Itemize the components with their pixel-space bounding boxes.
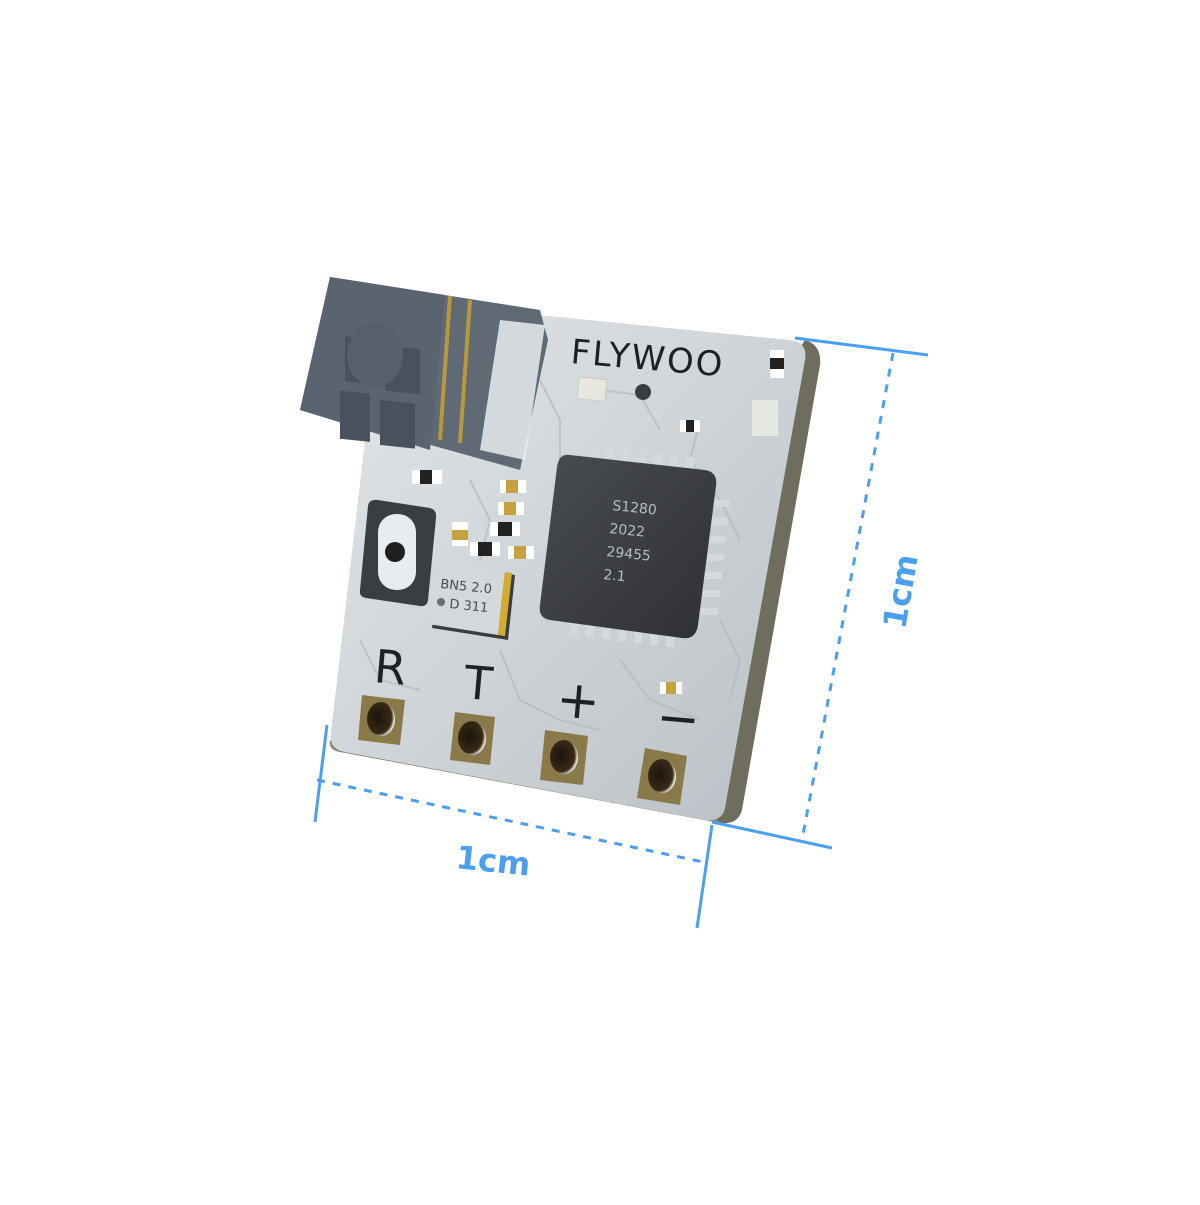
pad-vcc: [540, 730, 588, 785]
pad-gnd: [637, 748, 687, 805]
pad-label-plus: +: [554, 669, 603, 733]
bind-button: [359, 499, 437, 607]
chip-line-2: 2022: [609, 521, 646, 541]
height-dimension: [711, 336, 929, 850]
crystal-line-1: BN5 2.0: [440, 577, 493, 597]
crystal-line-2: D 311: [449, 597, 489, 616]
pad-tx: [450, 712, 495, 765]
pad-label-tx: T: [461, 655, 496, 711]
pad-label-minus: −: [654, 687, 703, 751]
chip-line-4: 2.1: [603, 567, 627, 585]
height-label: 1cm: [875, 551, 925, 631]
pad-rx: [358, 695, 405, 745]
width-label: 1cm: [454, 838, 532, 884]
antenna-connector: [300, 277, 548, 470]
smd-components: [412, 470, 682, 694]
led-components: [576, 350, 784, 436]
mcu-chip: S1280 2022 29455 2.1: [539, 445, 730, 647]
width-dimension: [313, 724, 714, 929]
crystal-oscillator: BN5 2.0 D 311: [428, 562, 515, 640]
pad-labels: R T + −: [372, 639, 702, 751]
pad-label-rx: R: [372, 639, 409, 696]
chip-line-1: S1280: [612, 498, 658, 519]
chip-line-3: 29455: [606, 544, 652, 565]
solder-pads: [358, 695, 687, 805]
